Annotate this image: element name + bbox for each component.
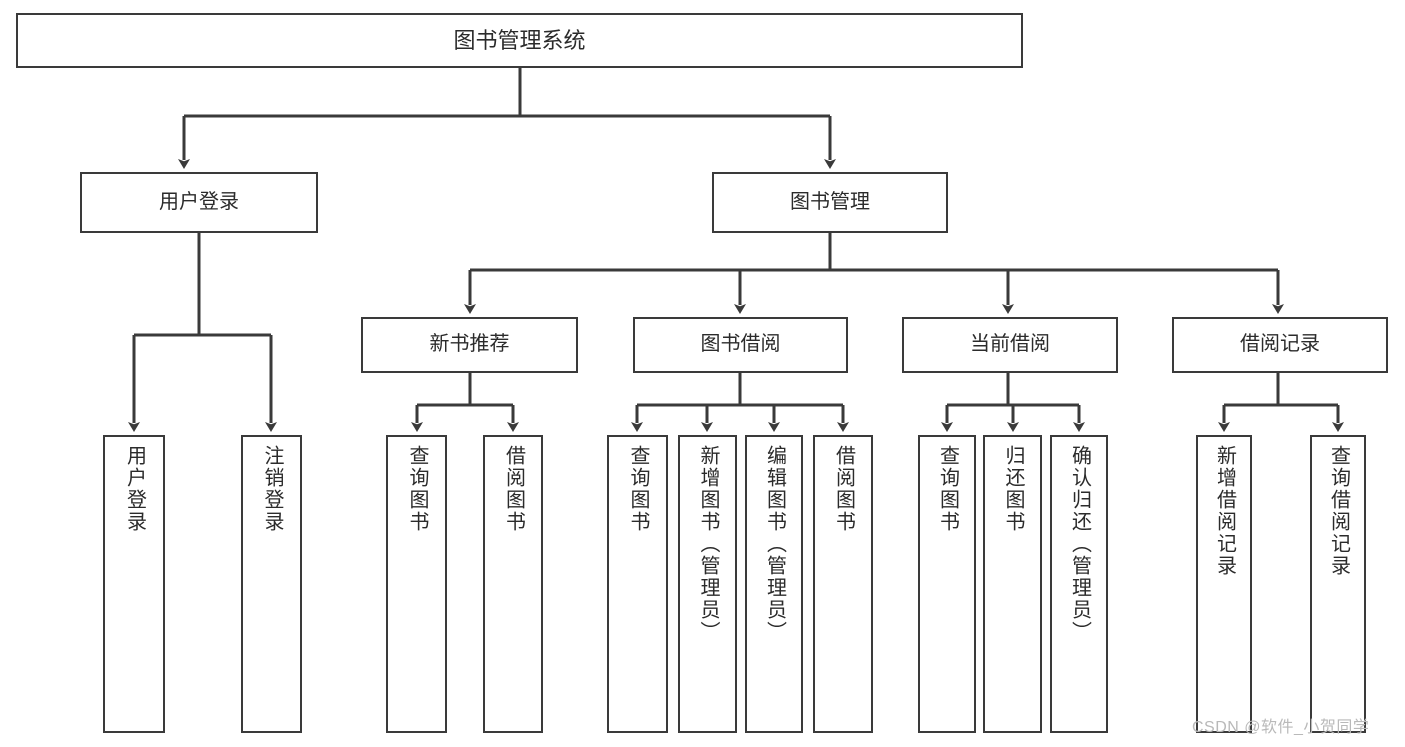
node-user-login-label: 用户登录 [159, 190, 239, 213]
node-new-book-recommend-label: 新书推荐 [429, 333, 510, 356]
leaf-records-add-record-label: 新增借阅记录 [1213, 445, 1236, 577]
node-borrow-records-label: 借阅记录 [1240, 333, 1320, 356]
leaf-user-login-login[interactable]: 用户登录 [103, 435, 165, 733]
leaf-records-query-record[interactable]: 查询借阅记录 [1310, 435, 1366, 733]
leaf-borrow-edit-book-admin-label: 编辑图书（管理员） [763, 445, 786, 643]
leaf-borrow-query-book-label: 查询图书 [627, 445, 649, 533]
leaf-recommend-query-book-label: 查询图书 [406, 445, 428, 533]
node-root-system[interactable]: 图书管理系统 [16, 13, 1023, 68]
node-borrow-records[interactable]: 借阅记录 [1172, 317, 1388, 373]
leaf-records-add-record[interactable]: 新增借阅记录 [1196, 435, 1252, 733]
leaf-current-return-book[interactable]: 归还图书 [983, 435, 1042, 733]
leaf-borrow-query-book[interactable]: 查询图书 [607, 435, 668, 733]
node-book-borrow[interactable]: 图书借阅 [633, 317, 848, 373]
node-book-management-label: 图书管理 [790, 190, 870, 213]
leaf-records-query-record-label: 查询借阅记录 [1327, 445, 1350, 577]
leaf-borrow-edit-book-admin[interactable]: 编辑图书（管理员） [745, 435, 803, 733]
leaf-recommend-borrow-book[interactable]: 借阅图书 [483, 435, 543, 733]
leaf-recommend-borrow-book-label: 借阅图书 [502, 445, 525, 533]
leaf-borrow-borrow-book-label: 借阅图书 [832, 445, 855, 533]
node-current-borrow[interactable]: 当前借阅 [902, 317, 1118, 373]
leaf-recommend-query-book[interactable]: 查询图书 [386, 435, 447, 733]
node-book-borrow-label: 图书借阅 [700, 333, 781, 356]
node-user-login[interactable]: 用户登录 [80, 172, 318, 233]
node-root-label: 图书管理系统 [453, 27, 586, 53]
leaf-user-login-logout-label: 注销登录 [261, 445, 283, 533]
node-current-borrow-label: 当前借阅 [970, 333, 1050, 356]
watermark-text: CSDN @软件_小贺同学 [1192, 719, 1370, 736]
node-new-book-recommend[interactable]: 新书推荐 [361, 317, 578, 373]
leaf-borrow-add-book-admin[interactable]: 新增图书（管理员） [678, 435, 737, 733]
leaf-user-login-logout[interactable]: 注销登录 [241, 435, 302, 733]
leaf-user-login-login-label: 用户登录 [123, 445, 146, 533]
leaf-borrow-add-book-admin-label: 新增图书（管理员） [697, 445, 719, 643]
node-book-management[interactable]: 图书管理 [712, 172, 948, 233]
leaf-current-confirm-return-admin-label: 确认归还（管理员） [1068, 445, 1091, 643]
leaf-current-confirm-return-admin[interactable]: 确认归还（管理员） [1050, 435, 1108, 733]
leaf-current-query-book-label: 查询图书 [936, 445, 959, 533]
leaf-current-query-book[interactable]: 查询图书 [918, 435, 976, 733]
leaf-current-return-book-label: 归还图书 [1002, 445, 1024, 533]
leaf-borrow-borrow-book[interactable]: 借阅图书 [813, 435, 873, 733]
